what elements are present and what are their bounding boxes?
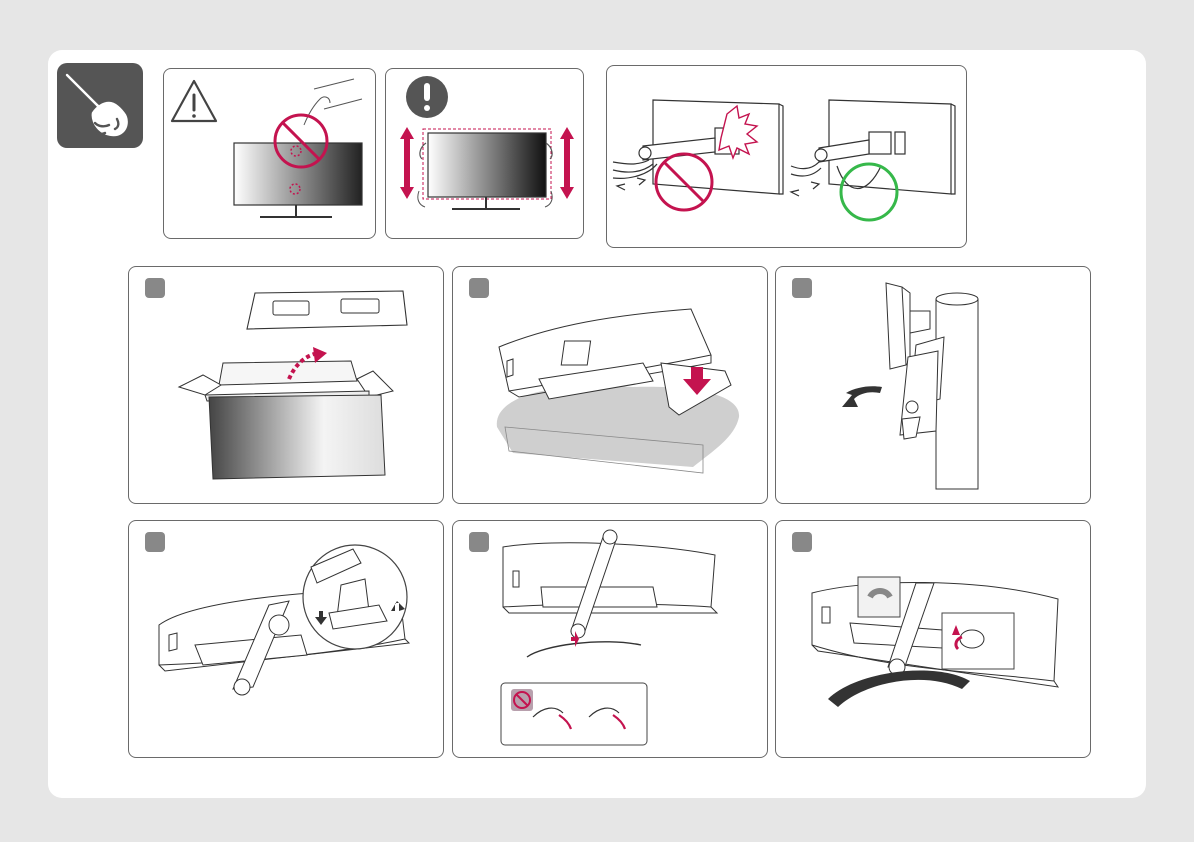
step-4-attach-arm: 4 [128,520,444,758]
caution-press-screen [163,68,376,239]
step-2-face-down: 2 [452,266,768,504]
step-6-tighten-screw: 6 [775,520,1091,758]
exclamation-circle-icon [406,76,448,118]
step-1-unbox: 1 [128,266,444,504]
step-5-attach-base: 5 [452,520,768,758]
screwdriver-hand-icon [57,63,143,148]
caution-cable-routing [606,65,967,248]
warning-triangle-icon [172,81,216,121]
step-3-open-cover: 3 [775,266,1091,504]
caution-hold-frame [385,68,584,239]
